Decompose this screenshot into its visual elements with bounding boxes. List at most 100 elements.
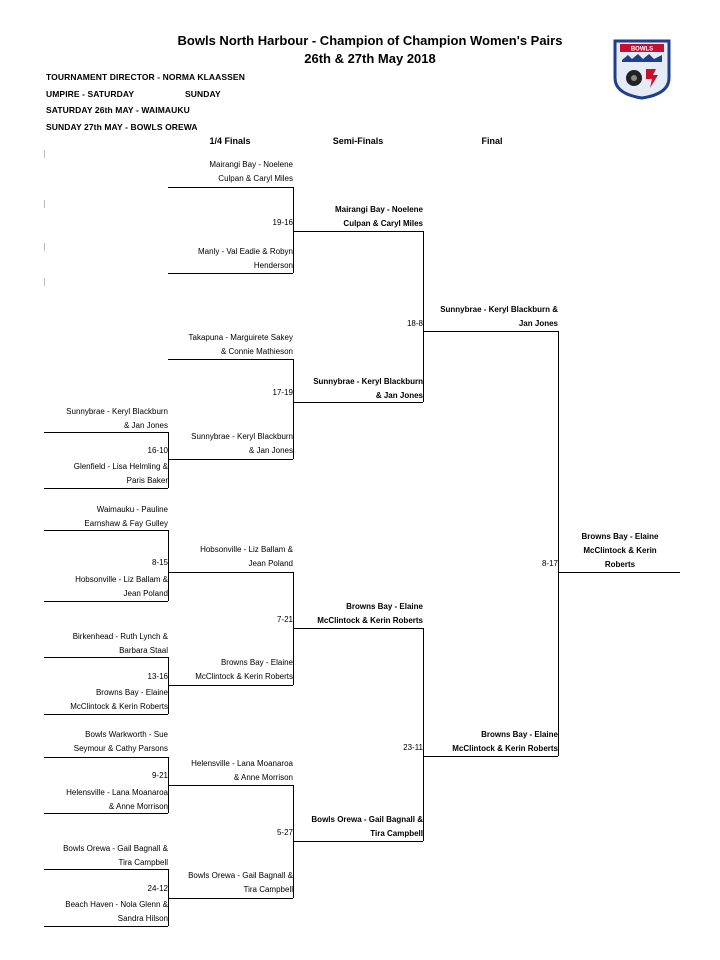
qf2-team1: Takapuna - Marguirete Sakey & Connie Mat… <box>168 331 294 359</box>
r1-m5-team1: Bowls Orewa - Gail Bagnall & Tira Campbe… <box>44 842 168 870</box>
team-line: Seymour & Cathy Parsons <box>73 744 168 753</box>
champion-line: Roberts <box>604 560 636 569</box>
bracket-line <box>168 530 169 601</box>
bracket-line <box>44 488 168 489</box>
r1-m2-score: 8-15 <box>151 558 168 567</box>
r1-m1-score: 16-10 <box>147 446 168 455</box>
team-line: & Anne Morrison <box>233 773 293 782</box>
bracket-line <box>293 187 294 273</box>
team-line: Hobsonville - Liz Ballam & <box>75 575 168 584</box>
team-line: Paris Baker <box>126 476 168 485</box>
bracket-line <box>44 432 168 433</box>
team-line: Tira Campbell <box>118 858 169 867</box>
team-line: Bowls Orewa - Gail Bagnall & <box>188 871 293 880</box>
team-line: Glenfield - Lisa Helmling & <box>73 462 168 471</box>
sf2-score: 23-11 <box>403 743 423 752</box>
tournament-director: TOURNAMENT DIRECTOR - NORMA KLAASSEN <box>46 72 245 82</box>
bracket-line <box>168 432 169 488</box>
team-line: Culpan & Caryl Miles <box>218 174 293 183</box>
bracket-line <box>168 898 293 899</box>
logo-banner-text: BOWLS <box>631 47 653 53</box>
umpire-sunday: SUNDAY <box>185 89 221 99</box>
team-line: Birkenhead - Ruth Lynch & <box>72 632 168 641</box>
saturday-venue: SATURDAY 26th MAY - WAIMAUKU <box>46 105 190 115</box>
team-line: Sunnybrae - Keryl Blackburn <box>191 432 293 441</box>
r1-m2-team1: Waimauku - Pauline Earnshaw & Fay Gulley <box>44 503 168 531</box>
bracket-line <box>168 459 293 460</box>
team-line: McClintock & Kerin Roberts <box>70 702 168 711</box>
bracket-line <box>293 402 423 403</box>
champion-line: Browns Bay - Elaine <box>581 532 659 541</box>
sf2-team1: Browns Bay - Elaine McClintock & Kerin R… <box>293 600 423 628</box>
team-line: Tira Campbell <box>243 885 294 894</box>
sf1-team1: Mairangi Bay - Noelene Culpan & Caryl Mi… <box>293 203 423 231</box>
umpire-saturday: UMPIRE - SATURDAY <box>46 89 135 99</box>
bracket-line <box>293 359 294 459</box>
bracket-line <box>423 231 424 402</box>
qf4-team1: Helensville - Lana Moanaroa & Anne Morri… <box>168 757 293 785</box>
team-line: & Jan Jones <box>123 421 168 430</box>
bracket-line <box>44 601 168 602</box>
team-line: Earnshaw & Fay Gulley <box>84 519 168 528</box>
team-line: Jan Jones <box>518 319 558 328</box>
header-quarter-finals: 1/4 Finals <box>209 136 251 146</box>
club-logo: BOWLS <box>612 38 672 100</box>
bracket-line <box>44 926 168 927</box>
qf2-score: 17-19 <box>272 388 293 397</box>
final-team2: Browns Bay - Elaine McClintock & Kerin R… <box>423 728 558 756</box>
team-line: Helensville - Lana Moanaroa <box>191 759 293 768</box>
r1-m3-score: 13-16 <box>147 672 168 681</box>
bracket-line <box>44 757 168 758</box>
bracket-line <box>293 628 423 629</box>
sf1-team2: Sunnybrae - Keryl Blackburn & Jan Jones <box>293 375 423 403</box>
team-line: Sandra Hilson <box>117 914 168 923</box>
team-line: Sunnybrae - Keryl Blackburn <box>66 407 168 416</box>
qf1-score: 19-16 <box>272 218 293 227</box>
bracket-line <box>168 685 293 686</box>
bracket-line <box>44 869 168 870</box>
bowls-crest-icon: BOWLS <box>613 39 671 100</box>
team-line: Mairangi Bay - Noelene <box>209 160 293 169</box>
qf3-team2: Browns Bay - Elaine McClintock & Kerin R… <box>168 656 293 684</box>
champion-line-rule <box>558 572 680 573</box>
team-line: Hobsonville - Liz Ballam & <box>200 545 293 554</box>
team-line: Barbara Staal <box>119 646 168 655</box>
sf2-team2: Bowls Orewa - Gail Bagnall & Tira Campbe… <box>293 813 423 841</box>
team-line: Browns Bay - Elaine <box>346 602 423 611</box>
bracket-line <box>423 756 558 757</box>
team-line: & Jan Jones <box>375 391 423 400</box>
team-line: Mairangi Bay - Noelene <box>334 205 423 214</box>
team-line: Browns Bay - Elaine <box>481 730 558 739</box>
r1-m1-team1: Sunnybrae - Keryl Blackburn & Jan Jones <box>44 405 168 433</box>
bracket-line <box>168 572 293 573</box>
team-line: & Anne Morrison <box>108 802 168 811</box>
final-score: 8-17 <box>541 559 558 568</box>
team-line: Jean Poland <box>248 559 293 568</box>
qf1-team1: Mairangi Bay - Noelene Culpan & Caryl Mi… <box>168 158 293 186</box>
r1-m4-team1: Bowls Warkworth - Sue Seymour & Cathy Pa… <box>44 728 168 756</box>
header-final: Final <box>481 136 503 146</box>
team-line: Helensville - Lana Moanaroa <box>66 788 168 797</box>
team-line: Jean Poland <box>123 589 168 598</box>
champion-name: Browns Bay - Elaine McClintock & Kerin R… <box>560 530 680 572</box>
r1-m5-team2: Beach Haven - Nola Glenn & Sandra Hilson <box>44 898 168 926</box>
r1-m4-score: 9-21 <box>151 771 168 780</box>
r1-m2-team2: Hobsonville - Liz Ballam & Jean Poland <box>44 573 168 601</box>
team-line: McClintock & Kerin Roberts <box>195 672 293 681</box>
bracket-line <box>168 187 293 188</box>
qf4-score: 5-27 <box>276 828 293 837</box>
page-title: Bowls North Harbour - Champion of Champi… <box>177 33 563 48</box>
team-line: McClintock & Kerin Roberts <box>452 744 558 753</box>
bracket-line <box>558 331 559 756</box>
r1-m1-team2: Glenfield - Lisa Helmling & Paris Baker <box>44 460 168 488</box>
bracket-line <box>44 813 168 814</box>
bracket-line <box>168 869 169 926</box>
team-line: Takapuna - Marguirete Sakey <box>188 333 294 342</box>
champion-line: McClintock & Kerin <box>583 546 657 555</box>
team-line: Bowls Orewa - Gail Bagnall & <box>63 844 168 853</box>
sunday-venue: SUNDAY 27th MAY - BOWLS OREWA <box>46 122 198 132</box>
sf1-score: 18-8 <box>406 319 423 328</box>
team-line: McClintock & Kerin Roberts <box>317 616 423 625</box>
r1-m3-team1: Birkenhead - Ruth Lynch & Barbara Staal <box>44 630 168 658</box>
bracket-line <box>168 273 293 274</box>
